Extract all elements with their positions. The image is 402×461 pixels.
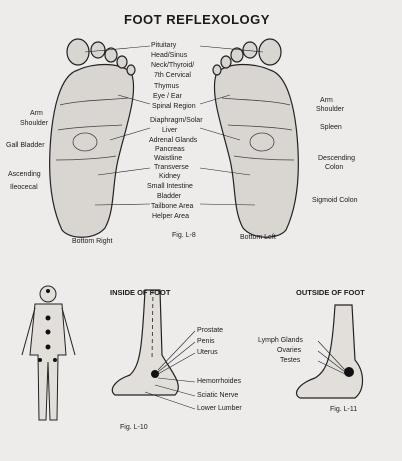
outside-foot-point — [344, 367, 354, 377]
label-liver: Liver — [162, 127, 177, 135]
label-shoulder-right: Shoulder — [316, 106, 344, 114]
label-tailbone-area: Tailbone Area — [151, 203, 193, 211]
label-uterus: Uterus — [197, 349, 218, 357]
label-sciatic-nerve: Sciatic Nerve — [197, 392, 238, 400]
label-thymus: Thymus — [154, 83, 179, 91]
label-lymph-glands: Lymph Glands — [258, 337, 303, 345]
label-transverse: Transverse — [154, 164, 189, 172]
label-gall-bladder: Gall Bladder — [6, 142, 45, 150]
label-neck-thyroid: Neck/Thyroid/ — [151, 62, 194, 70]
body-figure — [22, 286, 75, 420]
label-helper-area: Helper Area — [152, 213, 189, 221]
label-adrenal-glands: Adrenal Glands — [149, 137, 197, 145]
label-lower-lumber: Lower Lumber — [197, 405, 242, 413]
foot-bottom-left — [213, 39, 298, 237]
page-title: FOOT REFLEXOLOGY — [124, 12, 270, 27]
figure-caption-l11: Fig. L-11 — [330, 406, 357, 414]
label-descending: Descending — [318, 155, 355, 163]
figure-caption-l8: Fig. L-8 — [172, 232, 196, 240]
label-head-sinus: Head/Sinus — [151, 52, 187, 60]
label-ovaries: Ovaries — [277, 347, 301, 355]
label-spinal-region: Spinal Region — [152, 103, 196, 111]
label-waistline: Waistline — [154, 155, 182, 163]
label-kidney: Kidney — [159, 173, 180, 181]
label-ascending: Ascending — [8, 171, 41, 179]
label-arm-right: Arm — [320, 97, 333, 105]
inside-foot-heading: INSIDE OF FOOT — [110, 288, 170, 297]
foot-bottom-right — [50, 39, 135, 237]
label-bottom-left: Bottom Left — [240, 234, 276, 242]
outside-foot-heading: OUTSIDE OF FOOT — [296, 288, 365, 297]
label-pancreas: Pancreas — [155, 146, 185, 154]
label-bladder: Bladder — [157, 193, 181, 201]
figure-caption-l10: Fig. L-10 — [120, 424, 148, 432]
label-ileocecal: Ileocecal — [10, 184, 38, 192]
label-hemorrhoides: Hemorrhoides — [197, 378, 241, 386]
label-shoulder-left: Shoulder — [20, 120, 48, 128]
inside-foot-point — [151, 370, 159, 378]
label-testes: Testes — [280, 357, 300, 365]
label-7th-cervical: 7th Cervical — [154, 72, 191, 80]
label-spleen: Spleen — [320, 124, 342, 132]
label-diaphragm-solar: Diaphragm/Solar — [150, 117, 203, 125]
outside-foot — [296, 305, 362, 398]
label-pituitary: Pituitary — [151, 42, 176, 50]
label-arm-left: Arm — [30, 110, 43, 118]
label-bottom-right: Bottom Right — [72, 238, 112, 246]
label-penis: Penis — [197, 338, 215, 346]
label-small-intestine: Small Intestine — [147, 183, 193, 191]
label-colon: Colon — [325, 164, 343, 172]
label-prostate: Prostate — [197, 327, 223, 335]
label-eye-ear: Eye / Ear — [153, 93, 182, 101]
label-sigmoid-colon: Sigmoid Colon — [312, 197, 358, 205]
